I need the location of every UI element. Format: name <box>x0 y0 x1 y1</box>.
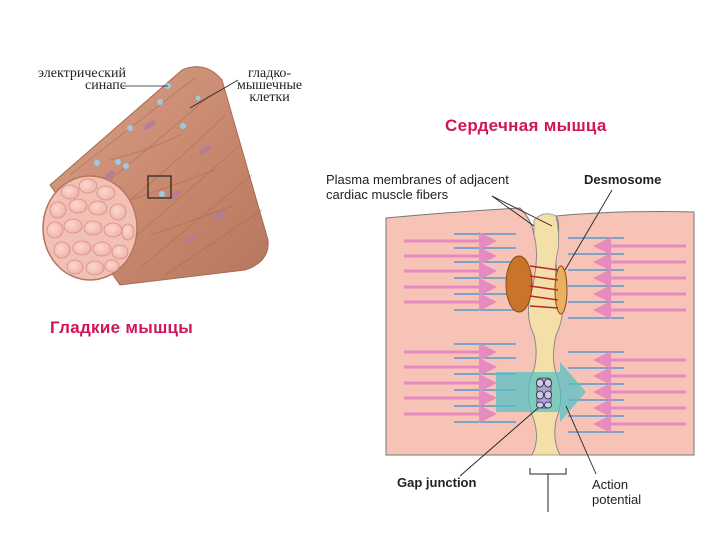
label-action-line2: potential <box>592 492 641 507</box>
label-plasma-membranes: Plasma membranes of adjacent cardiac mus… <box>326 172 509 202</box>
right-cardiac-cell <box>553 212 694 456</box>
label-desmosome: Desmosome <box>584 172 661 187</box>
label-membranes-line2: cardiac muscle fibers <box>326 187 509 202</box>
label-membranes-line1: Plasma membranes of adjacent <box>326 172 509 187</box>
label-gap-junction: Gap junction <box>397 475 476 490</box>
disc-bracket <box>530 468 566 512</box>
left-cardiac-cell <box>386 208 537 455</box>
gap-junction <box>537 378 552 408</box>
label-action-potential: Action potential <box>592 477 641 507</box>
label-action-line1: Action <box>592 477 641 492</box>
